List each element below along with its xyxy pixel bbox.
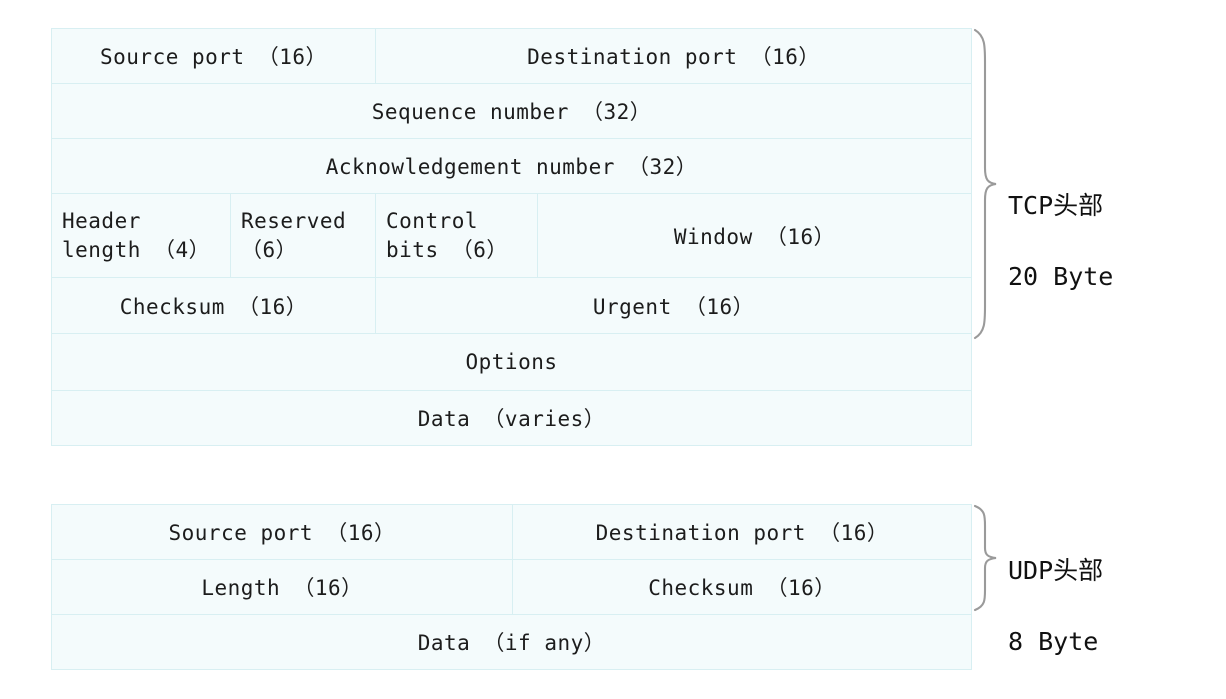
table-row: Data （varies） (50, 390, 973, 446)
udp-cell-destination-port: Destination port （16） (512, 504, 972, 560)
tcp-cell-control-bits: Control bits （6） (375, 193, 539, 278)
tcp-annotation-line-1: TCP头部 (1008, 190, 1104, 220)
table-row: Checksum （16） Urgent （16） (50, 277, 973, 334)
table-row: Data （if any） (51, 614, 972, 670)
tcp-cell-header-length: Header length （4） (51, 193, 231, 278)
table-row: Source port （16） Destination port （16） (50, 28, 973, 84)
tcp-cell-window: Window （16） (537, 193, 973, 278)
tcp-header-table: Source port （16） Destination port （16） S… (50, 28, 973, 446)
tcp-annotation-line-2: 20 Byte (1008, 261, 1114, 291)
tcp-cell-sequence-number: Sequence number （32） (50, 83, 973, 139)
table-row: Acknowledgement number （32） (50, 138, 973, 194)
udp-annotation-line-2: 8 Byte (1008, 626, 1099, 656)
tcp-cell-data: Data （varies） (50, 390, 973, 446)
tcp-cell-destination-port: Destination port （16） (375, 28, 973, 84)
udp-header-table: Source port （16） Destination port （16） L… (51, 504, 972, 670)
tcp-cell-options: Options (50, 333, 973, 391)
table-row: Source port （16） Destination port （16） (51, 504, 972, 560)
udp-annotation-line-1: UDP头部 (1008, 555, 1104, 585)
udp-brace-icon (972, 504, 998, 612)
tcp-cell-checksum: Checksum （16） (50, 277, 377, 334)
table-row: Header length （4） Reserved （6） Control b… (51, 193, 973, 278)
udp-cell-data: Data （if any） (51, 614, 972, 670)
tcp-cell-urgent: Urgent （16） (375, 277, 973, 334)
tcp-cell-source-port: Source port （16） (50, 28, 377, 84)
tcp-cell-reserved: Reserved （6） (229, 193, 377, 278)
table-row: Options (50, 333, 973, 391)
table-row: Length （16） Checksum （16） (51, 559, 972, 615)
table-row: Sequence number （32） (50, 83, 973, 139)
udp-cell-length: Length （16） (51, 559, 513, 615)
udp-cell-checksum: Checksum （16） (512, 559, 972, 615)
udp-annotation: UDP头部 8 Byte (1008, 517, 1103, 695)
tcp-cell-acknowledgement-number: Acknowledgement number （32） (50, 138, 973, 194)
tcp-brace-icon (972, 28, 998, 340)
tcp-annotation: TCP头部 20 Byte (1008, 152, 1113, 330)
udp-cell-source-port: Source port （16） (51, 504, 513, 560)
